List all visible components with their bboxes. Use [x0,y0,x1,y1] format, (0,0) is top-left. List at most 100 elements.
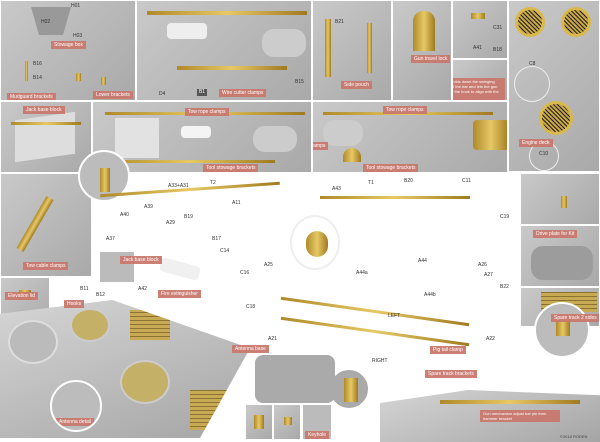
part-label: A37 [106,236,115,242]
bracket [25,61,28,81]
caption-tow-rope-1: Tow rope clamps [185,108,229,116]
brass-part [284,417,292,425]
caption-elevation: Elevation lid [5,292,38,300]
copyright: ©2018 RODEN [560,434,588,439]
mount [262,29,306,57]
part-label: A40 [120,212,129,218]
part-label: C8 [529,61,536,67]
panel-wire-cutter: D4 B15 B1 Wire cutter clamps [136,0,312,101]
part-label: A44 [418,258,427,264]
caption-pig-tail: Pig tail clamp [430,346,466,354]
bracket [76,73,81,81]
bracket [101,77,106,85]
brass-clamp [16,196,54,252]
panel-keyhole-1 [245,404,273,440]
panel-drive-plate: Drive plate for Kit [520,225,600,287]
part-label: B14 [33,75,42,81]
part-label: C10 [539,151,549,157]
panel-tool-stowage-right: Tow rope clamps C-hook clamps Tool stowa… [312,101,508,173]
part-label: A26 [478,262,487,268]
caption-antenna: Antenna base [232,345,269,353]
tank-rear-right: Gun mechanism adjust bar pin from hammer… [380,390,600,442]
part-label: A41 [473,45,482,51]
panel-keyhole-3: Keyhole [302,404,332,440]
part-label: C11 [462,178,471,184]
caption-spare-track-2: Spare track 2 sides [551,314,599,322]
caption-engine-deck: Engine deck [519,139,553,147]
part-label: LEFT [388,313,401,319]
detail-clamp [328,368,370,410]
part-label: A25 [264,262,273,268]
rack-right [320,196,470,199]
part-label: C19 [500,214,510,220]
brass-bar [177,66,287,70]
fan-cover [120,360,170,404]
panel-tow-cable: Tow cable clamps [0,173,92,277]
mesh-screen [561,7,591,37]
caption-antenna-detail: Antenna detail [56,418,94,426]
jack-block-part [115,118,159,158]
brass-part [254,415,264,429]
caption-tool-stow-2: Tool stowage brackets [363,164,419,172]
part-label: H01 [71,3,81,9]
caption-gun-mechanism: Gun mechanism adjust bar pin from hammer… [480,410,560,422]
part-label: B12 [96,292,105,298]
part-label: B16 [33,61,42,67]
panel-jack-base: Jack base block [0,101,92,173]
caption-gun-lock: Gun travel lock [411,55,451,63]
mount [253,126,297,152]
panel-side-pouch: B21 Side pouch [312,0,392,101]
mesh-screen [539,101,573,135]
caption-jack-base: Jack base block [23,106,65,114]
brass-part [561,196,567,208]
caption-lock-note: The travel lock holds down the swinging … [453,78,505,100]
detail-antenna: Antenna detail [50,380,102,432]
part-label: B22 [500,284,509,290]
caption-mudguard: Mudguard brackets [7,93,56,100]
caption-wire-cutter: Wire cutter clamps [219,89,267,97]
part-label: H02 [41,19,51,25]
brass-hook [306,231,328,257]
caption-tow-rope-2: Tow rope clamps [383,106,427,114]
mount [323,120,363,146]
part-label: B19 [184,214,193,220]
brass-cylinder [473,120,507,150]
detail-chain [534,302,590,358]
brass-bell [343,148,361,162]
caption-keyhole: Keyhole [305,431,330,439]
part-label: A21 [268,336,277,342]
brass-bar [105,160,275,163]
part-label: B20 [404,178,413,184]
part-label: B15 [295,79,304,85]
part-label: A22 [486,336,495,342]
brass-strap [11,122,81,125]
panel-tool-stowage-left: Tow rope clamps Tool stowage brackets [92,101,312,173]
brass-bracket [325,19,331,77]
engine-grille [190,390,230,430]
part-label: A33+A31 [168,183,189,189]
part-label: C14 [220,248,230,254]
caption-lower: Lower brackets [93,91,133,99]
part-label: B21 [335,19,344,25]
part-label: T1 [368,180,374,186]
panel-right-top [520,173,600,225]
drive-plate [531,246,593,280]
engine-grille [130,310,170,340]
part-label: A27 [484,272,493,278]
brass-part [100,168,110,192]
caption-c-hook: C-hook clamps [313,142,329,150]
part-label: D4 [159,91,166,97]
caption-tow-cable: Tow cable clamps [23,262,69,270]
fan-cover [70,308,110,342]
brass-bar [147,11,307,15]
brass-part [556,318,570,336]
part-label: H03 [73,33,83,39]
part-label: A11 [232,200,241,206]
step-icon: B1 [197,89,207,96]
part-label: C16 [240,270,250,276]
caption-tool-stow-1: Tool stowage brackets [203,164,259,172]
part-label: C31 [493,25,503,31]
caption-side-pouch: Side pouch [341,81,373,89]
part-label: A44b [424,292,436,298]
extinguisher-part [181,126,211,138]
